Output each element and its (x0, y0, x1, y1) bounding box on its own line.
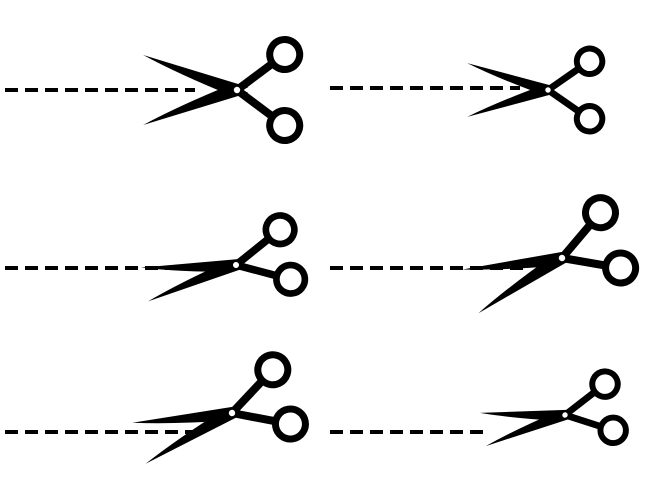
scissors-icon (471, 367, 631, 467)
pivot-screw (228, 409, 236, 417)
pivot-screw (233, 86, 241, 94)
scissors-icon (131, 36, 307, 144)
pivot-screw (558, 254, 566, 262)
pivot-screw (545, 87, 551, 93)
scissors-icon (119, 348, 314, 489)
pivot-screw (232, 261, 240, 269)
scissors-icon (131, 211, 310, 326)
scissors-icon (448, 190, 645, 338)
scissors-icon (458, 46, 607, 135)
pivot-screw (562, 412, 568, 418)
